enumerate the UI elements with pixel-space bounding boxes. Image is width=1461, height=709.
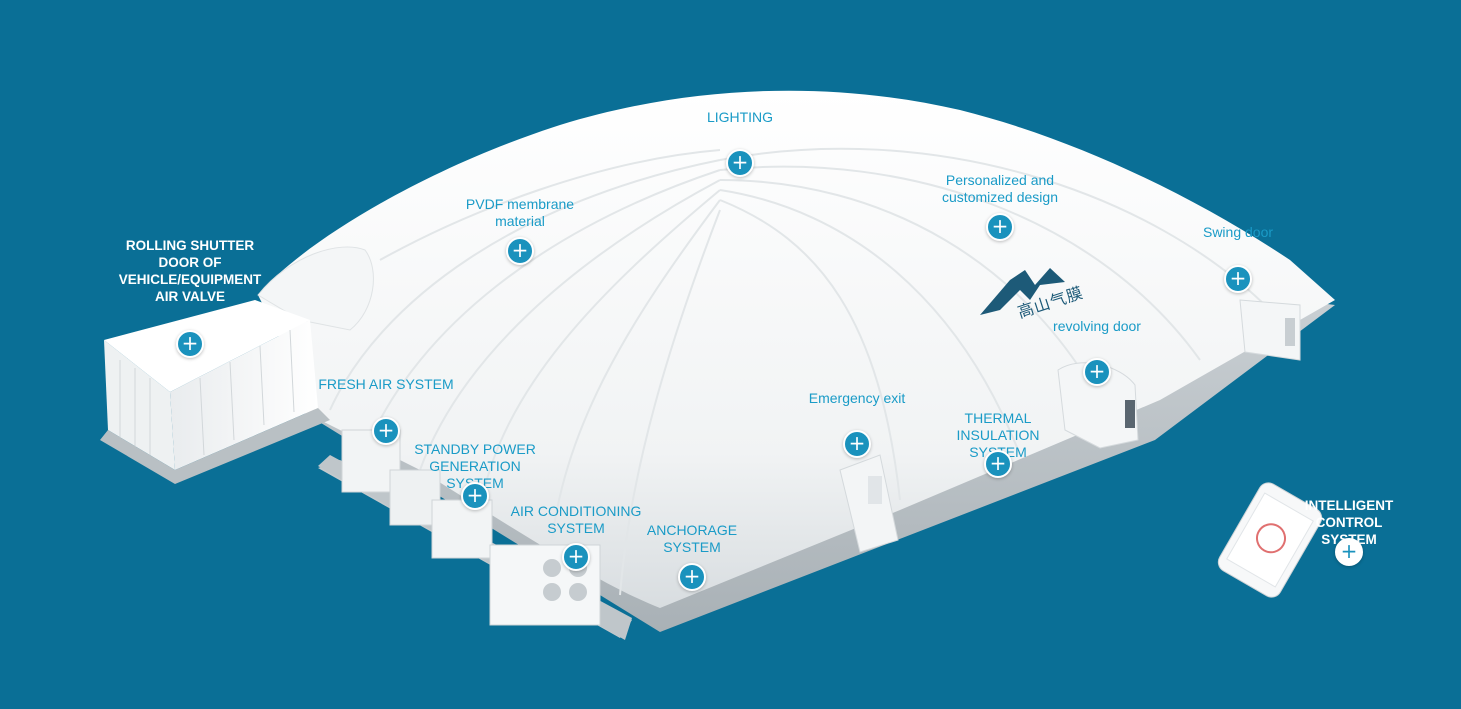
- hotspot-air-conditioning[interactable]: +: [562, 543, 590, 571]
- label-pvdf: PVDF membrane material: [465, 196, 575, 229]
- plus-icon: +: [848, 431, 866, 455]
- hotspot-fresh-air[interactable]: +: [372, 417, 400, 445]
- plus-icon: +: [731, 150, 749, 174]
- label-swing-door: Swing door: [1202, 224, 1274, 240]
- hotspot-revolving-door[interactable]: +: [1083, 358, 1111, 386]
- hotspot-standby-power[interactable]: +: [461, 482, 489, 510]
- brand-logo-mark: [980, 268, 1065, 315]
- hotspot-lighting[interactable]: +: [726, 149, 754, 177]
- swing-door: [1239, 299, 1301, 361]
- hotspot-personalized[interactable]: +: [986, 213, 1014, 241]
- label-lighting: LIGHTING: [706, 109, 774, 125]
- emergency-exit-door: [839, 454, 899, 553]
- plus-icon: +: [1088, 359, 1106, 383]
- equipment-row: [318, 429, 632, 640]
- hotspot-anchorage[interactable]: +: [678, 563, 706, 591]
- hotspot-rolling-shutter[interactable]: +: [176, 330, 204, 358]
- plus-icon: +: [377, 418, 395, 442]
- hotspot-thermal[interactable]: +: [984, 450, 1012, 478]
- dome-membrane: [257, 90, 1335, 608]
- rolling-shutter-building: [100, 300, 330, 484]
- label-air-conditioning: AIR CONDITIONING SYSTEM: [510, 503, 642, 536]
- label-personalized: Personalized and customized design: [942, 172, 1058, 205]
- label-fresh-air: FRESH AIR SYSTEM: [318, 376, 454, 392]
- hotspot-swing-door[interactable]: +: [1224, 265, 1252, 293]
- hotspot-emergency-exit[interactable]: +: [843, 430, 871, 458]
- plus-icon: +: [511, 238, 529, 262]
- plus-icon: +: [683, 564, 701, 588]
- label-revolving-door: revolving door: [1053, 318, 1141, 334]
- smartphone-illustration: [1217, 482, 1323, 598]
- revolving-door: [1057, 362, 1139, 449]
- plus-icon: +: [1229, 266, 1247, 290]
- plus-icon: +: [567, 544, 585, 568]
- plus-icon: +: [466, 483, 484, 507]
- plus-icon: +: [1340, 539, 1358, 563]
- hotspot-pvdf[interactable]: +: [506, 237, 534, 265]
- label-rolling-shutter: ROLLING SHUTTER DOOR OF VEHICLE/EQUIPMEN…: [118, 238, 262, 304]
- label-emergency-exit: Emergency exit: [808, 390, 906, 406]
- plus-icon: +: [989, 451, 1007, 475]
- hotspot-intelligent-control[interactable]: +: [1335, 538, 1363, 566]
- label-anchorage: ANCHORAGE SYSTEM: [646, 522, 738, 555]
- plus-icon: +: [991, 214, 1009, 238]
- plus-icon: +: [181, 331, 199, 355]
